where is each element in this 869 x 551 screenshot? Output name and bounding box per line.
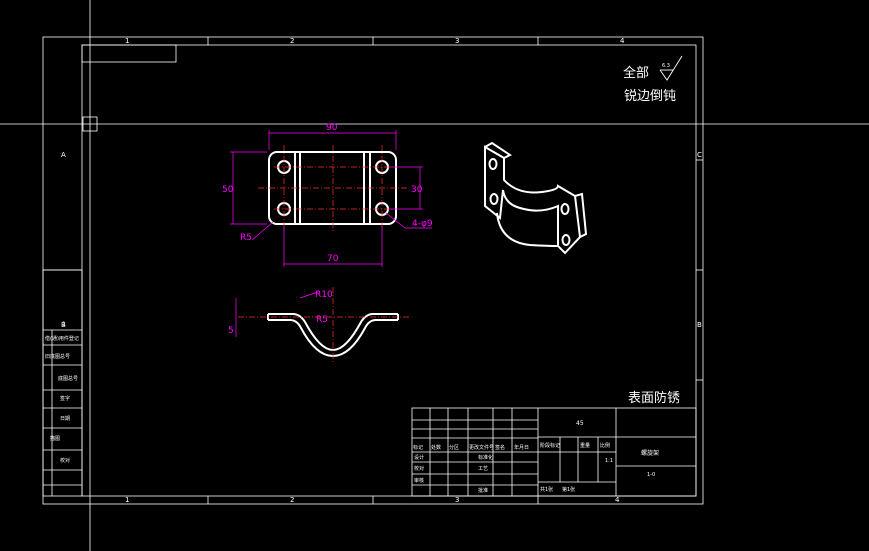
signoff-standard: 标准化 — [478, 454, 493, 461]
zone-right-c: C — [697, 151, 702, 159]
signoff-process: 工艺 — [478, 466, 488, 472]
top-view — [258, 145, 408, 231]
crosshair-pickbox — [82, 116, 98, 132]
strip-label-1: 1 — [62, 321, 66, 328]
zone-bottom-2: 2 — [290, 496, 294, 504]
strip-label-7: 描图 — [50, 435, 60, 442]
dim-overall-width: 90 — [326, 123, 338, 133]
strip-label-6: 日期 — [60, 416, 70, 422]
dim-thickness: 5 — [228, 326, 234, 336]
drawing-frame — [42, 36, 704, 505]
zone-top-3: 3 — [455, 37, 459, 45]
left-registration-strip: 1 借(通)用件登记 旧底图总号 底图总号 签字 日期 描图 校对 — [42, 269, 83, 497]
zone-top-4: 4 — [620, 37, 625, 45]
title-part-name: 螺旋架 — [641, 449, 659, 457]
signoff-approve: 批准 — [478, 487, 488, 494]
dim-hole-spacing-horizontal: 70 — [327, 254, 339, 264]
zone-top-2: 2 — [290, 37, 294, 45]
zone-bottom-4: 4 — [615, 496, 620, 504]
zone-right-b: B — [697, 321, 702, 329]
zone-bottom-1: 1 — [125, 496, 129, 504]
stage-label-mark: 阶段标记 — [540, 442, 560, 449]
note-deburr: 锐边倒钝 — [624, 89, 676, 104]
roughness-symbol: 6.3 — [659, 55, 683, 81]
svg-text:6.3: 6.3 — [662, 63, 670, 69]
zone-left-a: A — [61, 151, 66, 159]
dim-holes: 4-φ9 — [412, 219, 433, 229]
stage-label-weight: 重量 — [580, 442, 590, 449]
title-sheet-count: 共1张 — [540, 486, 553, 493]
rev-label-count: 处数 — [431, 444, 441, 451]
rev-label-date: 年月日 — [514, 444, 529, 451]
note-all: 全部 — [623, 65, 649, 81]
title-material: 45 — [576, 420, 584, 427]
signoff-design: 设计 — [414, 454, 424, 461]
dimensions — [230, 130, 432, 337]
title-drawing-no: 1-0 — [647, 472, 655, 478]
strip-label-4: 底图总号 — [58, 375, 78, 382]
signoff-check: 校对 — [414, 465, 424, 472]
zone-bottom-3: 3 — [455, 496, 459, 504]
rev-label-mark: 标记 — [413, 444, 423, 451]
rev-label-sign: 签名 — [495, 444, 505, 451]
stage-label-scale: 比例 — [600, 442, 610, 449]
signoff-review: 审核 — [414, 477, 424, 484]
dim-hole-spacing-vertical: 30 — [411, 185, 423, 195]
dim-overall-height: 50 — [222, 185, 234, 195]
strip-label-3: 旧底图总号 — [45, 353, 70, 360]
zone-left-b: B — [61, 321, 66, 329]
title-block: 45 螺旋架 1-0 1:1 共1张 第1张 标记 处数 分区 更改文件号 签名… — [411, 407, 697, 497]
dim-bend-radius: R10 — [315, 290, 333, 300]
title-sheet-no: 第1张 — [562, 486, 575, 493]
dim-corner-radius: R5 — [240, 233, 252, 243]
rev-label-zone: 分区 — [449, 444, 459, 451]
note-surface-treatment: 表面防锈 — [628, 390, 680, 406]
isometric-view — [484, 141, 588, 255]
title-scale: 1:1 — [605, 458, 613, 464]
dim-bend-inner: R5 — [316, 315, 328, 325]
strip-label-8: 校对 — [60, 457, 70, 464]
strip-label-5: 签字 — [60, 395, 70, 402]
strip-label-2: 借(通)用件登记 — [45, 335, 79, 342]
zone-labels: 1 2 3 4 1 2 3 4 A B C B — [61, 37, 702, 504]
rev-label-docno: 更改文件号 — [469, 444, 494, 451]
zone-top-1: 1 — [125, 37, 129, 45]
